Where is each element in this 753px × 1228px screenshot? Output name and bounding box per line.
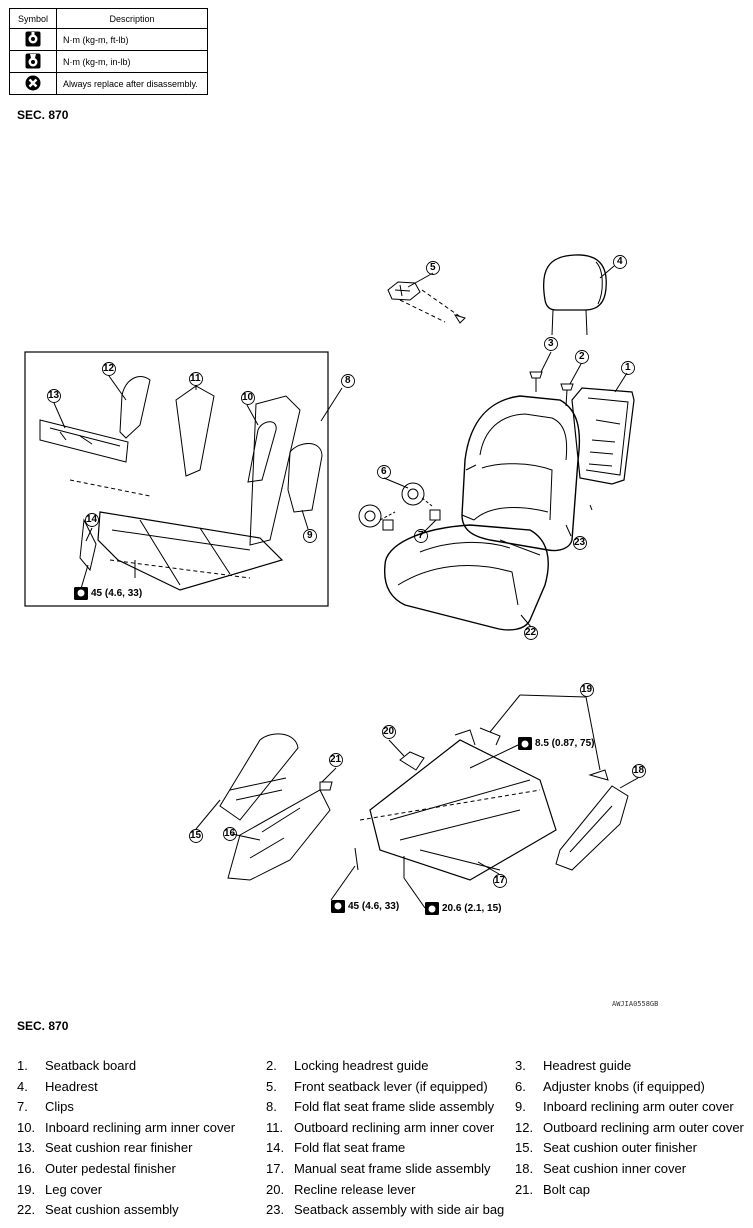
callout-8: 8 xyxy=(345,375,351,386)
callout-3: 3 xyxy=(548,338,554,349)
legend-item: 7.Clips xyxy=(17,1099,74,1114)
seatback-lever-drawing xyxy=(387,281,466,324)
callout-10: 10 xyxy=(242,392,254,403)
callout-17: 17 xyxy=(494,875,506,886)
legend-item: 3.Headrest guide xyxy=(515,1058,632,1073)
legend-item: 11.Outboard reclining arm inner cover xyxy=(266,1120,495,1135)
callout-22: 22 xyxy=(525,627,537,638)
legend-item: 1.Seatback board xyxy=(17,1058,137,1073)
callout-20: 20 xyxy=(383,726,395,737)
fold-flat-frame-drawing xyxy=(39,376,323,591)
callout-7: 7 xyxy=(418,530,424,541)
replace-icon xyxy=(9,72,57,95)
callout-9: 9 xyxy=(307,530,313,541)
callout-16: 16 xyxy=(224,828,236,839)
torque-lower-top: 8.5 (0.87, 75) xyxy=(535,738,595,749)
callout-18: 18 xyxy=(633,765,645,776)
legend-item: 17.Manual seat frame slide assembly xyxy=(266,1161,491,1176)
legend-item: 19.Leg cover xyxy=(17,1182,103,1197)
legend-item: 22.Seat cushion assembly xyxy=(17,1202,179,1217)
legend-item: 2.Locking headrest guide xyxy=(266,1058,429,1073)
legend-item: 13.Seat cushion rear finisher xyxy=(17,1140,193,1155)
torque-markers xyxy=(74,587,532,915)
headrest-drawing xyxy=(543,254,607,336)
legend-item: 8.Fold flat seat frame slide assembly xyxy=(266,1099,495,1114)
callout-15: 15 xyxy=(190,830,202,841)
symbol-desc-3: Always replace after disassembly. xyxy=(56,72,208,95)
torque-lower-mid: 20.6 (2.1, 15) xyxy=(442,903,502,914)
legend-item: 21.Bolt cap xyxy=(515,1182,590,1197)
torque-lower-left: 45 (4.6, 33) xyxy=(348,901,400,912)
legend-item: 15.Seat cushion outer finisher xyxy=(515,1140,697,1155)
torque-ftlb-icon xyxy=(9,28,57,51)
headrest-guides-drawing xyxy=(529,371,574,407)
figure-id: AWJIA0558GB xyxy=(612,1000,659,1008)
adjuster-knobs-drawing xyxy=(358,482,441,531)
callout-6: 6 xyxy=(381,466,387,477)
symbol-table: Symbol Description N·m (kg-m, ft-lb) N·m… xyxy=(9,8,208,95)
legend-item: 4.Headrest xyxy=(17,1079,98,1094)
legend-item: 9.Inboard reclining arm outer cover xyxy=(515,1099,734,1114)
legend-item: 6.Adjuster knobs (if equipped) xyxy=(515,1079,705,1094)
callout-23: 23 xyxy=(574,537,586,548)
callout-11: 11 xyxy=(190,373,201,384)
legend-item: 18.Seat cushion inner cover xyxy=(515,1161,687,1176)
callout-1: 1 xyxy=(625,362,631,373)
callout-21: 21 xyxy=(330,754,342,765)
legend-item: 12.Outboard reclining arm outer cover xyxy=(515,1120,744,1135)
callout-13: 13 xyxy=(48,390,60,401)
callout-19: 19 xyxy=(581,684,593,695)
seatback-assembly-drawing xyxy=(461,395,581,552)
legend-item: 10.Inboard reclining arm inner cover xyxy=(17,1120,236,1135)
legend-item: 20.Recline release lever xyxy=(266,1182,416,1197)
callout-12: 12 xyxy=(103,363,115,374)
legend-item: 5.Front seatback lever (if equipped) xyxy=(266,1079,488,1094)
callout-14: 14 xyxy=(86,514,98,525)
exploded-seat-diagram xyxy=(24,254,646,915)
seat-cushion-drawing xyxy=(383,524,549,631)
legend-item: 23.Seatback assembly with side air bag xyxy=(266,1202,505,1217)
section-heading-bottom: SEC. 870 xyxy=(17,1019,69,1033)
callout-2: 2 xyxy=(579,351,585,362)
torque-frame-left: 45 (4.6, 33) xyxy=(91,588,143,599)
frame-group-box xyxy=(24,351,329,607)
section-heading-top: SEC. 870 xyxy=(17,108,69,122)
torque-inlb-icon xyxy=(9,50,57,73)
callout-circles xyxy=(47,255,646,888)
seatback-board-drawing xyxy=(571,387,635,511)
callout-5: 5 xyxy=(430,262,436,273)
lower-frame-drawing xyxy=(219,727,629,881)
legend-item: 14.Fold flat seat frame xyxy=(266,1140,406,1155)
legend-item: 16.Outer pedestal finisher xyxy=(17,1161,176,1176)
callout-4: 4 xyxy=(617,256,623,267)
